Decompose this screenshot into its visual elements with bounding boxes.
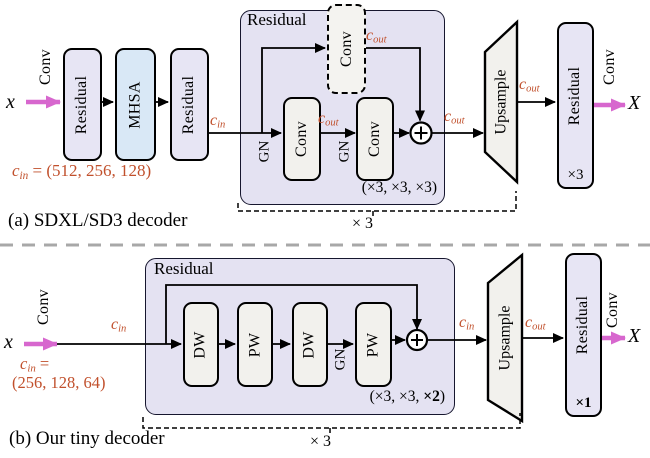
gn-label-b: GN xyxy=(332,348,349,370)
input-var-a: x xyxy=(6,91,15,113)
out-residual-block-b: Residual ×1 xyxy=(565,253,602,417)
output-var-a: X xyxy=(628,92,641,114)
residual-block-a2: Residual xyxy=(170,48,209,161)
out-residual-block-a: Residual ×3 xyxy=(557,22,594,189)
repeat-bracket-b xyxy=(142,413,521,435)
pw-block-1: PW xyxy=(237,302,273,387)
conv-block-a1: Conv xyxy=(283,97,321,181)
residual-group-title-a: Residual xyxy=(247,10,307,29)
conv-out-label-b: Conv xyxy=(604,292,621,328)
repeats-label-b: (×3, ×3, ×2) xyxy=(369,388,445,405)
group-repeat-b: × 3 xyxy=(310,433,332,450)
gn-label-a2: GN xyxy=(336,140,353,162)
group-repeat-a: × 3 xyxy=(352,215,374,232)
conv-block-a2: Conv xyxy=(356,97,394,181)
input-var-b: x xyxy=(4,331,13,353)
upsample-label-b: Upsample xyxy=(496,305,513,371)
repeats-label-a: (×3, ×3, ×3) xyxy=(361,179,437,196)
channels-formula-a: cin = (512, 256, 128) xyxy=(12,161,152,182)
pw-block-2: PW xyxy=(355,302,392,387)
cout-label: cout xyxy=(318,110,339,129)
cin-label: cin xyxy=(210,112,226,131)
cin-label: cin xyxy=(111,316,127,335)
residual-block-a1: Residual xyxy=(63,48,102,161)
gn-label-a1: GN xyxy=(256,140,273,162)
skip-conv-block: Conv xyxy=(327,4,366,94)
conv-out-label-a: Conv xyxy=(601,49,618,85)
dw-block-2: DW xyxy=(292,302,328,387)
cout-label: cout xyxy=(525,314,546,333)
cout-label: cout xyxy=(444,108,465,127)
conv-in-label-b: Conv xyxy=(35,289,52,325)
caption-b: (b) Our tiny decoder xyxy=(9,428,165,449)
cin-label: cin xyxy=(459,314,475,333)
times-label-b: ×1 xyxy=(575,395,592,411)
dw-block-1: DW xyxy=(183,302,219,387)
upsample-label-a: Upsample xyxy=(492,69,509,135)
channels-formula-b-line1: cin = xyxy=(20,354,50,375)
residual-group-title-b: Residual xyxy=(154,259,214,278)
cout-label: cout xyxy=(519,76,540,95)
output-var-b: X xyxy=(628,325,641,347)
times-label-a: ×3 xyxy=(567,167,584,183)
mhsa-block: MHSA xyxy=(115,48,156,161)
cout-label: cout xyxy=(366,27,387,46)
channels-formula-b-line2: (256, 128, 64) xyxy=(12,373,106,392)
conv-in-label-a: Conv xyxy=(37,49,54,85)
caption-a: (a) SDXL/SD3 decoder xyxy=(8,210,188,231)
